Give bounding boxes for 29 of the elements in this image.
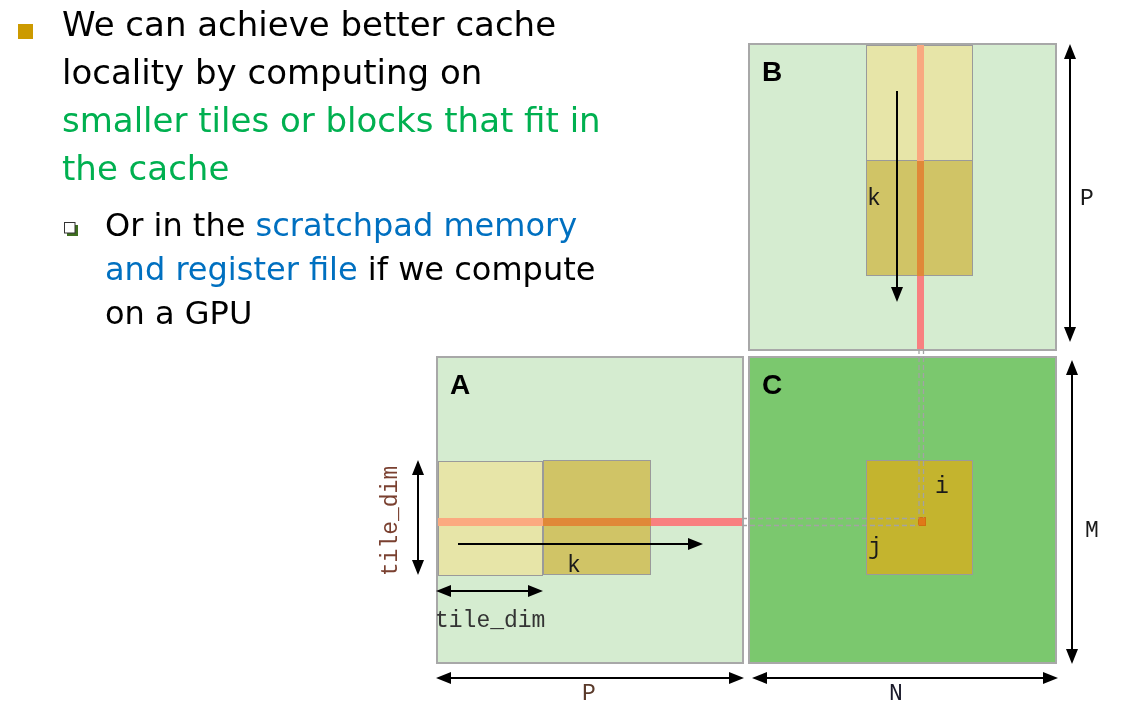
guide-line (741, 517, 920, 527)
matrix-name: A (450, 371, 471, 399)
matrix-name: B (762, 58, 783, 86)
tile (438, 461, 543, 576)
column-strip (917, 45, 924, 349)
bullet-text: smaller tiles or blocks that fit in the cache (62, 99, 602, 190)
matrix-element (918, 517, 926, 526)
dimension-label: tile_dim (378, 465, 404, 577)
index-label: i (935, 474, 949, 500)
tile (866, 160, 973, 276)
dimension-label: M (1085, 518, 1099, 544)
index-label: k (867, 186, 881, 212)
index-label: j (868, 535, 882, 561)
matrix-name: C (762, 371, 783, 399)
bullet-text: Or in the scratchpad memory and register file if we compute on a GPU (105, 205, 597, 334)
matrix (748, 356, 1057, 664)
dimension-label: N (889, 681, 903, 707)
dimension-label: P (582, 681, 596, 707)
matrix (436, 356, 744, 664)
tile (543, 460, 651, 575)
dimension-label: P (1080, 186, 1094, 212)
dimension-label: tile_dim (435, 608, 546, 634)
index-label: k (567, 553, 581, 579)
tile (866, 460, 973, 575)
tile (866, 45, 973, 161)
guide-line (918, 348, 925, 519)
bullet-text: We can achieve better cache locality by computing on (62, 3, 558, 94)
matrix (748, 43, 1057, 351)
row-strip (438, 518, 742, 526)
